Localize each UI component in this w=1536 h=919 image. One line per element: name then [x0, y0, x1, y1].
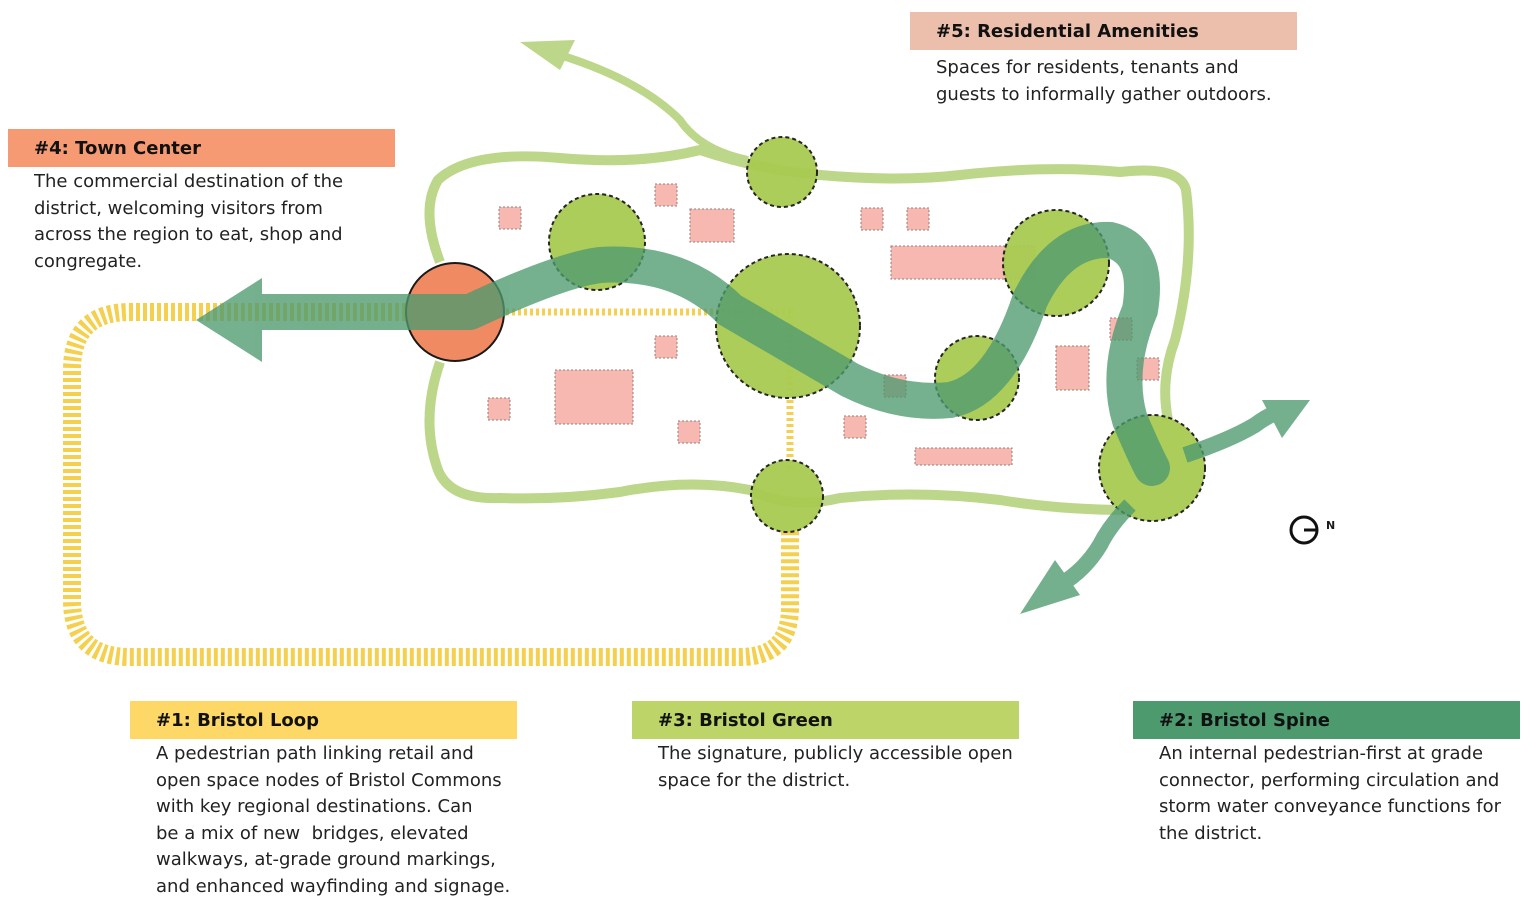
bristol-loop-description: A pedestrian path linking retail and ope…	[156, 741, 510, 900]
town-center-label: #4: Town Center	[8, 129, 395, 167]
north-arrow-icon	[1289, 515, 1319, 545]
residential-arrowhead	[520, 40, 575, 70]
bristol-spine-label: #2: Bristol Spine	[1133, 701, 1520, 739]
town-center-line: The commercial destination of the	[34, 171, 344, 192]
residential-amenities-label: #5: Residential Amenities	[910, 12, 1297, 50]
north-label: N	[1326, 519, 1336, 532]
bristol-loop-line: and enhanced wayfinding and signage.	[156, 875, 511, 897]
bristol-spine-description: An internal pedestrian-first at grade co…	[1159, 741, 1501, 847]
bristol-loop-line: open space nodes of Bristol Commons	[156, 769, 502, 791]
bristol-green-description: The signature, publicly accessible open …	[658, 741, 1013, 794]
town-center-line: across the region to eat, shop and	[34, 224, 343, 245]
district-boundary	[424, 145, 1194, 515]
bristol-loop-label: #1: Bristol Loop	[130, 701, 517, 739]
town-center-line: congregate.	[34, 250, 143, 272]
bristol-spine-line: connector, performing circulation and	[1159, 769, 1500, 791]
bristol-loop-line: be a mix of new bridges, elevated	[156, 822, 469, 844]
bristol-spine	[196, 221, 1310, 614]
residential-amenities-description: Spaces for residents, tenants and guests…	[936, 55, 1272, 108]
bristol-spine-line: An internal pedestrian-first at grade	[1159, 743, 1484, 764]
bristol-green-circles	[548, 136, 1206, 533]
residential-path	[558, 51, 749, 164]
bristol-green-line: space for the district.	[658, 769, 851, 791]
bristol-green-label: #3: Bristol Green	[632, 701, 1019, 739]
town-center-line: district, welcoming visitors from	[34, 197, 323, 219]
buildings	[487, 183, 1160, 466]
bristol-spine-line: storm water conveyance functions for	[1159, 796, 1501, 817]
bristol-green-line: The signature, publicly accessible open	[658, 743, 1013, 764]
residential-line: guests to informally gather outdoors.	[936, 83, 1272, 105]
town-center-description: The commercial destination of the distri…	[34, 169, 343, 275]
bristol-loop-line: walkways, at-grade ground markings,	[156, 849, 496, 870]
bristol-spine-line: the district.	[1159, 822, 1263, 844]
residential-line: Spaces for residents, tenants and	[936, 57, 1239, 78]
bristol-loop-line: with key regional destinations. Can	[156, 796, 473, 817]
bristol-loop-line: A pedestrian path linking retail and	[156, 743, 474, 764]
